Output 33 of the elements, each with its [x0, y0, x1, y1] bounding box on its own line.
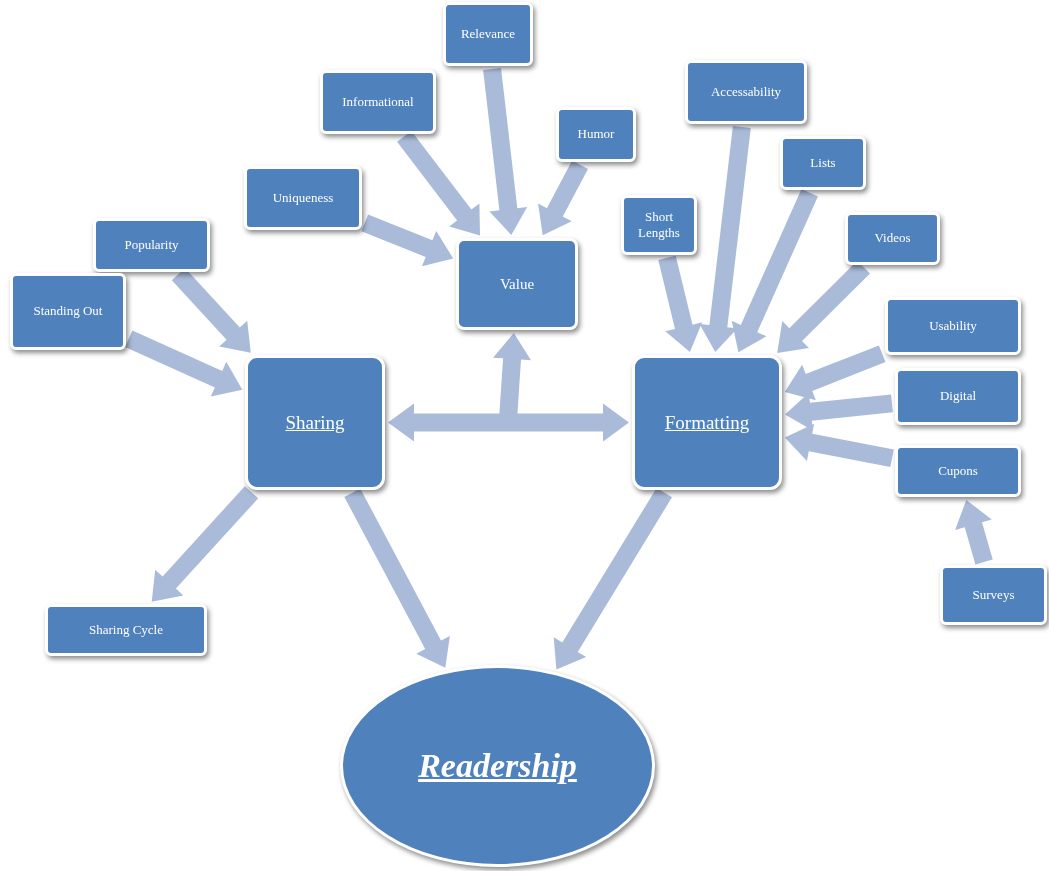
- topic-box: Sharing: [245, 355, 385, 490]
- topic-box: Value: [456, 238, 578, 330]
- block-arrow: [553, 487, 672, 670]
- topic-box: Standing Out: [10, 273, 126, 350]
- block-arrow: [731, 189, 818, 353]
- topic-box: Informational: [320, 70, 436, 134]
- block-arrow: [344, 488, 450, 668]
- topic-box: Usability: [885, 297, 1021, 355]
- block-arrow: [483, 67, 528, 235]
- topic-box: Videos: [845, 212, 940, 265]
- topic-box: Formatting: [632, 355, 782, 490]
- ellipse-node: Readership: [340, 665, 655, 867]
- block-arrow: [125, 330, 243, 397]
- topic-box: Humor: [556, 107, 636, 162]
- block-arrow: [955, 499, 993, 565]
- topic-box: Short Lengths: [621, 195, 697, 255]
- topic-box: Digital: [895, 368, 1021, 425]
- topic-box: Uniqueness: [244, 166, 362, 230]
- block-arrow: [658, 255, 703, 353]
- block-arrow: [784, 423, 894, 468]
- topic-box: Surveys: [940, 565, 1047, 625]
- topic-box: Cupons: [895, 445, 1021, 497]
- topic-box: Accessability: [685, 60, 807, 124]
- block-arrow: [151, 486, 259, 602]
- block-arrow: [538, 160, 588, 236]
- block-arrow: [784, 345, 886, 401]
- block-arrow: [699, 125, 751, 352]
- topic-box: Lists: [780, 136, 866, 190]
- block-arrow: [388, 403, 629, 442]
- topic-box: Sharing Cycle: [45, 604, 207, 656]
- topic-box: Relevance: [443, 2, 533, 66]
- block-arrow: [361, 214, 454, 267]
- topic-box: Popularity: [93, 218, 210, 272]
